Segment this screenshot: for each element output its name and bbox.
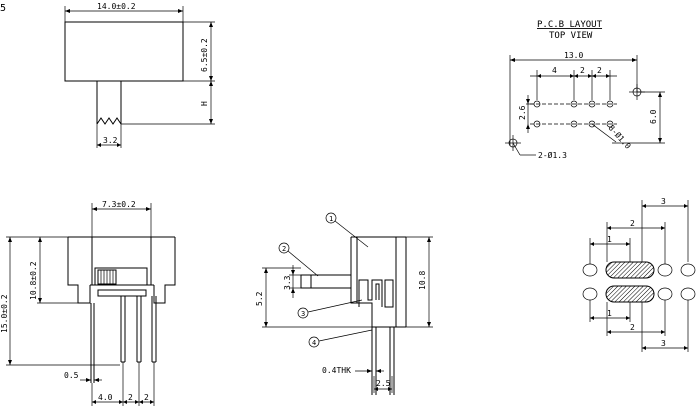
top-width-label: 14.0±0.2 [97,2,136,11]
callout-1: 1 [329,215,333,223]
front-view: 7.3±0.2 10.8±0 [0,200,176,406]
schem-dim-low-left: 1 [607,309,612,318]
bridge-upper [605,261,655,279]
side-view: 1 2 3 4 3.3 5.2 10.8 [255,212,433,395]
side-pin-pitch: 2.5 [376,379,391,388]
corner-mark: 5 [0,3,6,14]
switch-schematic: 3 2 1 1 2 3 [582,197,696,352]
pcb-pitch-b: 2 [580,66,585,75]
pcb-hole-large: 8-Ø1.0 [607,123,634,151]
pcb-hole-small: 2-Ø1.3 [538,150,567,160]
top-height-label: 6.5±0.2 [200,38,209,72]
pcb-title: P.C.B LAYOUT [537,20,603,30]
pcb-height: 6.0 [649,109,658,124]
front-body-height: 10.8±0.2 [29,261,38,300]
schem-dim-left: 1 [607,235,612,244]
callout-2: 2 [282,245,286,253]
pcb-layout: P.C.B LAYOUT TOP VIEW 13.0 4 2 2 [505,20,665,160]
front-pin-width: 0.5 [64,371,79,380]
pcb-overall-label: 13.0 [564,51,583,60]
schem-dim-top: 3 [661,197,666,206]
pcb-pitch-a: 4 [552,66,557,75]
top-view: 14.0±0.2 6.5±0.2 H 3.2 [64,2,215,148]
side-dim-108: 10.8 [418,271,427,290]
pcb-row-gap: 2.6 [518,105,527,120]
bridge-lower [605,285,655,303]
callout-4: 4 [312,339,316,347]
front-pitch-a: 4.0 [98,393,113,402]
side-dim-33: 3.3 [283,275,292,290]
side-dim-52: 5.2 [255,291,264,306]
front-total-height: 15.0±0.2 [0,294,9,333]
pcb-pitch-c: 2 [597,66,602,75]
top-h-label: H [200,101,209,106]
schem-dim-bottom: 3 [661,339,666,348]
lever-width-label: 3.2 [103,136,118,145]
schem-dim-mid: 2 [630,219,635,228]
front-top-dim: 7.3±0.2 [102,200,136,209]
side-thickness: 0.4THK [322,366,351,375]
callout-3: 3 [301,310,305,318]
schem-dim-low-mid: 2 [630,323,635,332]
pcb-subtitle: TOP VIEW [549,31,593,41]
front-pitch-b: 2 [128,393,133,402]
front-pitch-c: 2 [144,393,149,402]
